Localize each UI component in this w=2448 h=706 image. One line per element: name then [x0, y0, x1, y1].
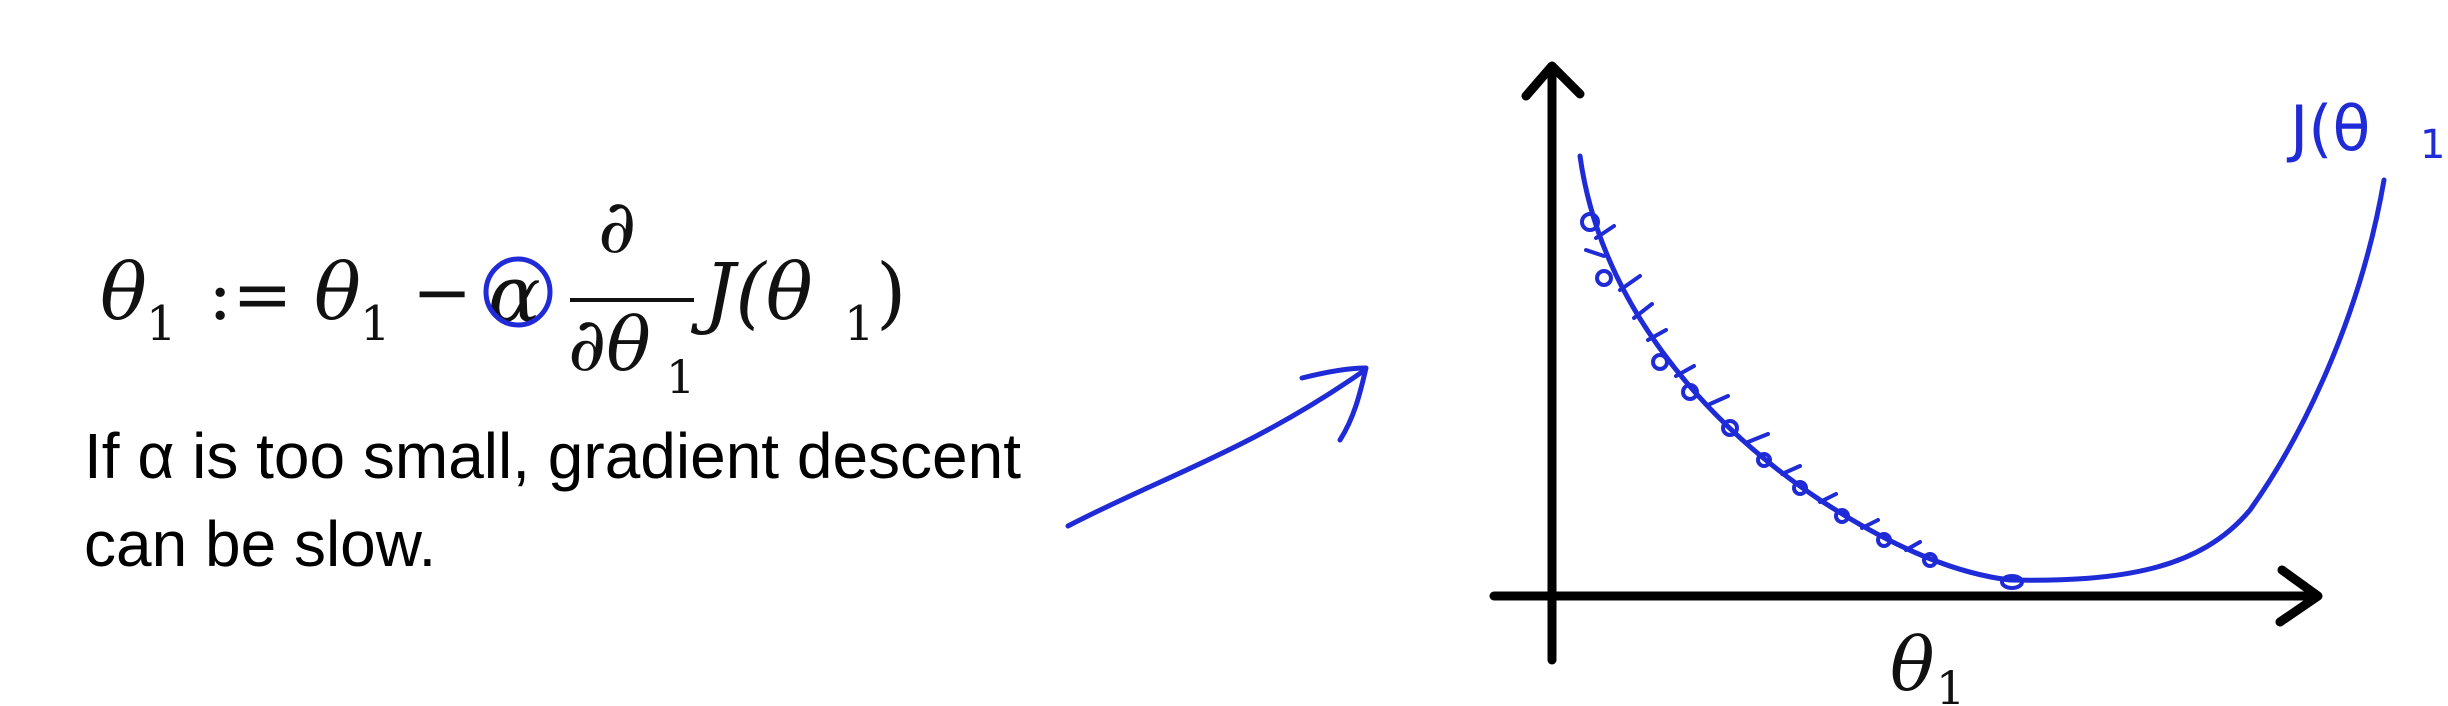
step-tick [1584, 224, 1616, 258]
cost-function: J(θ [704, 248, 813, 338]
fraction-numerator: ∂ [598, 184, 637, 270]
alpha-circle-annotation [483, 256, 553, 328]
x-axis-label-sub: 1 [1936, 661, 1965, 706]
caption-line-1: If α is too small, gradient descent [84, 420, 1021, 492]
step-point [1922, 552, 1938, 568]
step-point [1580, 212, 1600, 232]
fraction-denominator: ∂θ [568, 302, 651, 388]
curve-label: J(θ [2286, 92, 2370, 165]
step-point [1651, 353, 1669, 371]
descent-steps [1580, 212, 2024, 590]
cost-curve [1577, 153, 2387, 583]
rhs-theta-sub: 1 [360, 296, 391, 352]
step-point [1721, 419, 1739, 437]
step-point [1876, 532, 1892, 548]
lhs-theta-sub: 1 [146, 296, 177, 352]
fraction-denominator-sub: 1 [666, 350, 696, 404]
step-point [1792, 480, 1808, 496]
rhs-theta: θ [314, 248, 361, 338]
hand-drawn-arrow-icon [1065, 365, 1369, 529]
update-rule-equation: θ 1 := θ 1 − α ∂ ∂θ 1 J(θ 1 ) [100, 184, 940, 410]
graph-axes [1489, 61, 2323, 665]
step-point [1756, 452, 1772, 468]
lhs-theta: θ [100, 248, 147, 338]
cost-function-close: ) [876, 248, 907, 338]
step-tick [1646, 328, 1696, 378]
step-point [1595, 269, 1613, 287]
step-tick [1708, 394, 1770, 444]
curve-label-sub: 1 [2420, 122, 2445, 168]
minus-operator: − [412, 250, 473, 334]
y-axis-arrowhead [1521, 61, 1585, 101]
step-point [1681, 383, 1699, 401]
assign-operator: := [208, 252, 293, 336]
x-axis-label: θ [1890, 622, 1935, 706]
caption-line-2: can be slow. [84, 508, 437, 580]
fraction-bar [570, 298, 694, 302]
step-point-final [2000, 574, 2024, 590]
step-point [1834, 508, 1850, 524]
x-axis-arrowhead [2275, 565, 2323, 627]
step-tick [1618, 274, 1654, 320]
step-tick [1780, 464, 1838, 504]
caption-text: If α is too small, gradient descent can … [84, 412, 1084, 588]
cost-function-sub: 1 [844, 296, 875, 352]
step-tick [1860, 518, 1922, 552]
